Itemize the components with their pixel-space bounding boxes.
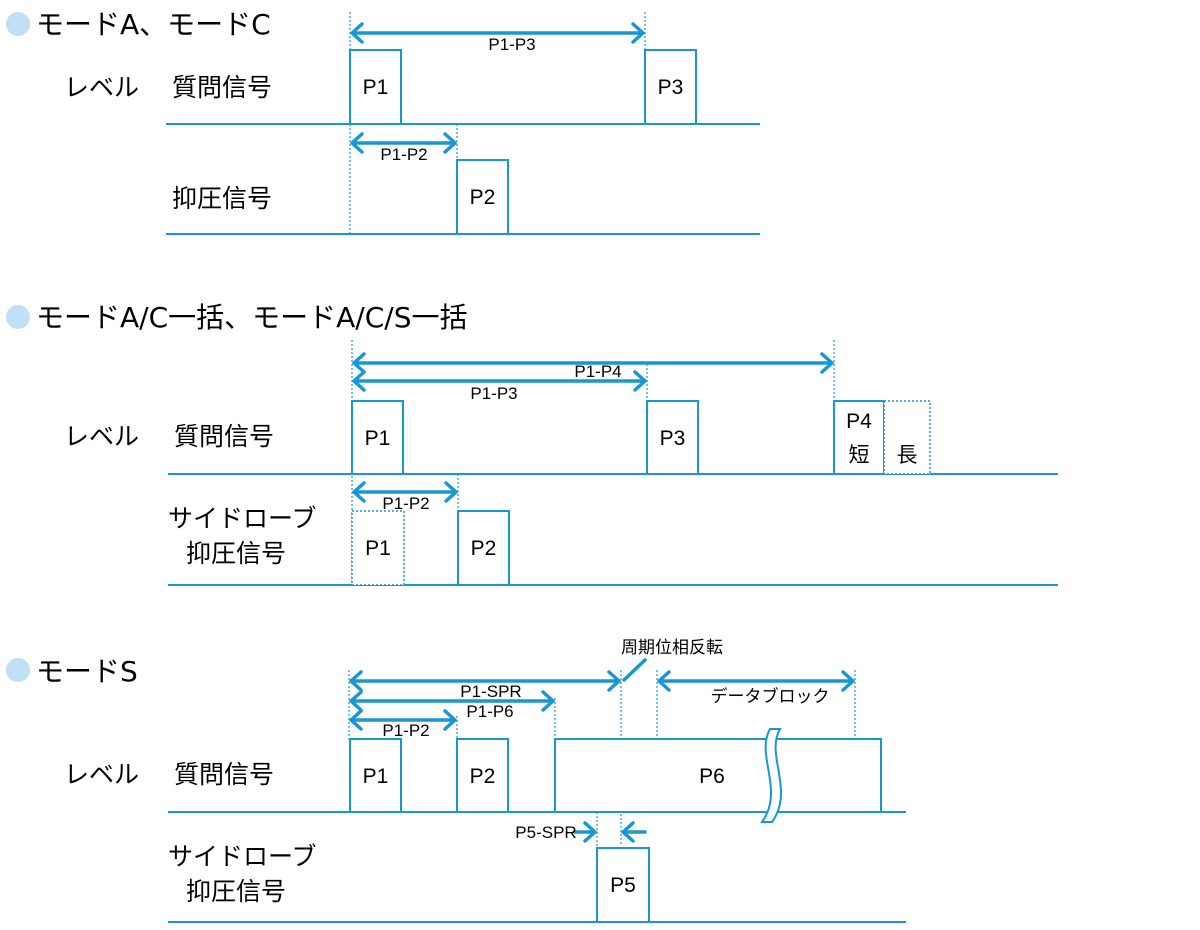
bullet-icon bbox=[6, 305, 30, 329]
bullet-icon bbox=[6, 12, 30, 36]
pulse-label: 長 bbox=[897, 444, 918, 467]
suppression-label-line1: サイドローブ bbox=[168, 842, 317, 871]
level-label: レベル bbox=[64, 422, 139, 451]
pulse-label: P3 bbox=[660, 427, 686, 450]
suppression-label-line2: 抑圧信号 bbox=[186, 877, 286, 906]
pulse-p1-dotted bbox=[351, 510, 405, 586]
suppression-label-line2: 抑圧信号 bbox=[186, 539, 286, 568]
pulse-p1 bbox=[351, 400, 404, 475]
section-title: モードA/C一括、モードA/C/S一括 bbox=[36, 301, 468, 334]
interval-label: P1-SPR bbox=[460, 682, 521, 701]
section-title: モードS bbox=[36, 655, 138, 688]
pulse-p3 bbox=[646, 400, 699, 475]
interval-label: P1-P2 bbox=[380, 145, 427, 164]
bullet-icon bbox=[6, 658, 30, 682]
interval-arrow bbox=[350, 132, 457, 154]
interval-arrow bbox=[573, 821, 647, 843]
phase-reversal-label: 周期位相反転 bbox=[621, 638, 723, 658]
interval-label: P1-P2 bbox=[382, 721, 429, 740]
interval-label: P1-P6 bbox=[466, 702, 513, 721]
pulse-label: P1 bbox=[363, 76, 389, 99]
pulse-label: P6 bbox=[699, 765, 725, 788]
pulse-label: P1 bbox=[363, 765, 389, 788]
section-mode-a-c: モードA、モードC レベル 質問信号 抑圧信号 P1 P3 P2 P1-P3 P… bbox=[6, 8, 760, 235]
pulse-label: P5 bbox=[610, 874, 636, 897]
break-symbol bbox=[760, 728, 782, 823]
pulse-p4-long bbox=[883, 400, 931, 475]
phase-reversal-pointer bbox=[622, 658, 647, 682]
pulse-label: P2 bbox=[470, 186, 496, 209]
data-block-label: データブロック bbox=[711, 686, 830, 707]
pulse-label: P1 bbox=[365, 427, 391, 450]
level-label: レベル bbox=[64, 760, 139, 789]
interval-arrow bbox=[349, 709, 457, 731]
pulse-label: 短 bbox=[849, 444, 870, 467]
interval-label: P1-P3 bbox=[470, 384, 517, 403]
interrogation-label: 質問信号 bbox=[172, 73, 272, 102]
interval-arrow bbox=[349, 670, 621, 692]
pulse-label: P4 bbox=[846, 410, 872, 433]
interval-label: P1-P2 bbox=[382, 494, 429, 513]
interval-arrow bbox=[657, 670, 855, 692]
interrogation-label: 質問信号 bbox=[174, 760, 274, 789]
pulse-label: P2 bbox=[470, 765, 496, 788]
pulse-label: P2 bbox=[471, 537, 497, 560]
interval-arrow bbox=[352, 481, 458, 503]
suppression-label-line1: サイドローブ bbox=[168, 504, 317, 533]
interval-arrow bbox=[349, 690, 555, 712]
pulse-p2 bbox=[457, 510, 510, 586]
level-label: レベル bbox=[64, 73, 139, 102]
interrogation-label: 質問信号 bbox=[174, 422, 274, 451]
pulse-p6 bbox=[554, 738, 882, 813]
interval-label: P5-SPR bbox=[515, 823, 576, 842]
interval-label: P1-P4 bbox=[574, 362, 621, 381]
pulse-p2 bbox=[456, 738, 509, 813]
pulse-p4-short bbox=[833, 400, 885, 475]
pulse-label: P3 bbox=[658, 76, 684, 99]
section-mode-all-call: モードA/C一括、モードA/C/S一括 レベル 質問信号 サイドローブ 抑圧信号… bbox=[6, 301, 1058, 586]
pulse-label: P1 bbox=[365, 537, 391, 560]
section-mode-s: モードS レベル 質問信号 サイドローブ 抑圧信号 周期位相反転 P1 P2 P… bbox=[6, 638, 906, 923]
pulse-p5 bbox=[596, 847, 650, 923]
interval-arrow bbox=[352, 352, 834, 374]
interval-label: P1-P3 bbox=[488, 35, 535, 54]
interval-arrow bbox=[350, 22, 645, 44]
pulse-p1 bbox=[349, 49, 402, 125]
pulse-p2 bbox=[456, 159, 509, 235]
pulse-p1 bbox=[349, 738, 402, 813]
suppression-label: 抑圧信号 bbox=[172, 184, 272, 213]
interval-arrow bbox=[352, 370, 647, 392]
pulse-p3 bbox=[644, 49, 697, 125]
section-title: モードA、モードC bbox=[36, 8, 271, 41]
